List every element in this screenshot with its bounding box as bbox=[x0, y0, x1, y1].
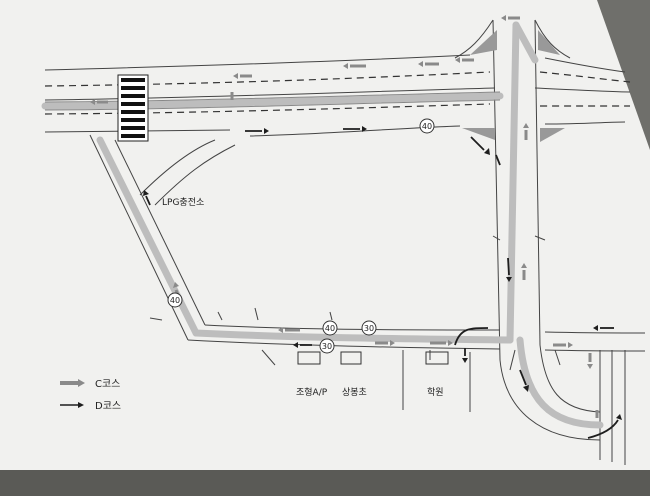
speed-sign-bottom-road: 40 bbox=[322, 320, 338, 336]
lpg-station-label: LPG충전소 bbox=[162, 197, 204, 208]
legend-d-course: D코스 bbox=[60, 400, 121, 412]
svg-text:30: 30 bbox=[364, 324, 374, 333]
legend: C코스 D코스 bbox=[60, 378, 121, 412]
school-label: 상봉초 bbox=[342, 387, 367, 398]
building-academy bbox=[425, 351, 449, 365]
ramp-island bbox=[462, 128, 495, 140]
svg-text:C코스: C코스 bbox=[95, 378, 120, 390]
ramp-island bbox=[538, 30, 560, 55]
ramp-island bbox=[540, 128, 565, 142]
svg-text:40: 40 bbox=[422, 122, 432, 131]
paper-sheet bbox=[0, 0, 650, 470]
ramp-island bbox=[470, 30, 497, 55]
d-course-arrows bbox=[143, 126, 622, 439]
speed-sign-highway: 40 bbox=[419, 118, 435, 134]
speed-sign-bottom-road: 30 bbox=[361, 320, 377, 336]
svg-text:30: 30 bbox=[322, 342, 332, 351]
speed-sign-diagonal: 40 bbox=[167, 292, 183, 308]
lane-dashes bbox=[44, 71, 631, 115]
svg-text:D코스: D코스 bbox=[95, 400, 121, 412]
legend-c-course: C코스 bbox=[60, 378, 120, 390]
academy-label: 학원 bbox=[427, 387, 444, 398]
building-body-shop bbox=[297, 351, 321, 365]
crosswalk bbox=[117, 74, 149, 142]
body-shop-label: 조형A/P bbox=[296, 387, 328, 398]
building-school bbox=[340, 351, 362, 365]
svg-text:40: 40 bbox=[325, 324, 335, 333]
speed-sign-bottom-road: 30 bbox=[319, 338, 335, 354]
svg-text:40: 40 bbox=[170, 296, 180, 305]
road-outlines bbox=[44, 19, 646, 465]
c-course-arrows bbox=[90, 15, 599, 418]
